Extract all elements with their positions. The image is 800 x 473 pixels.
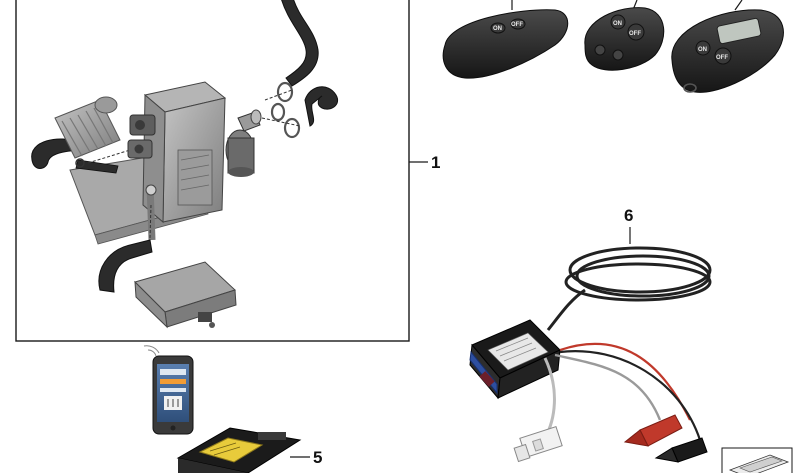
red-alligator-clip [623, 414, 683, 447]
water-pump [225, 109, 262, 177]
cable-coil [546, 246, 712, 331]
remote-key-basic: ON OFF [442, 9, 569, 79]
remote-b-off-label[interactable]: OFF [629, 31, 641, 37]
remote-b-off-button[interactable] [627, 23, 645, 41]
remote-c-off-label[interactable]: OFF [716, 55, 728, 61]
white-plug-connector [513, 425, 563, 463]
remote-controls: ON OFF ON OFF ON OFF [442, 0, 784, 93]
part-1-group: 1 [15, 0, 440, 342]
part-5-number[interactable]: 5 [313, 448, 322, 467]
adapter-label-plate [487, 332, 549, 371]
remote-b-on-button[interactable] [610, 14, 626, 30]
part-1-frame [15, 0, 410, 342]
remote-c-off-button[interactable] [714, 47, 732, 65]
cable-grey [554, 353, 662, 421]
remote-a-on-label[interactable]: ON [493, 26, 502, 32]
remote-key-round: ON OFF [584, 7, 665, 71]
upper-coolant-hose [281, 0, 319, 87]
remote-display-screen [716, 17, 762, 45]
cable-red [559, 342, 691, 421]
return-hose [304, 86, 338, 127]
lower-hose [98, 239, 153, 293]
hose-clamp-upper [276, 81, 294, 103]
black-alligator-clip [654, 437, 708, 463]
intake-silencer [54, 96, 121, 159]
cable-black [559, 350, 702, 441]
remote-a-off-label[interactable]: OFF [511, 22, 523, 28]
remote-key-display: ON OFF [671, 9, 784, 93]
hose-clamp-lower [283, 117, 301, 139]
diagnostic-adapter [469, 319, 561, 400]
part-6-group: 6 [469, 206, 712, 463]
part-5-group: 5 [176, 427, 322, 473]
assembly-line [87, 149, 131, 164]
exhaust-clamp [145, 184, 157, 196]
control-unit [134, 261, 237, 329]
part-6-number[interactable]: 6 [624, 206, 633, 225]
remote-c-on-label[interactable]: ON [698, 47, 707, 53]
remote-c-on-button[interactable] [695, 40, 711, 56]
hose-clamp [75, 158, 85, 168]
reference-thumbnail [721, 447, 793, 473]
hose-clamp-mid [270, 102, 286, 122]
smartphone-app [143, 345, 194, 435]
remote-b-on-label[interactable]: ON [613, 21, 622, 27]
part-1-number[interactable]: 1 [431, 153, 440, 172]
